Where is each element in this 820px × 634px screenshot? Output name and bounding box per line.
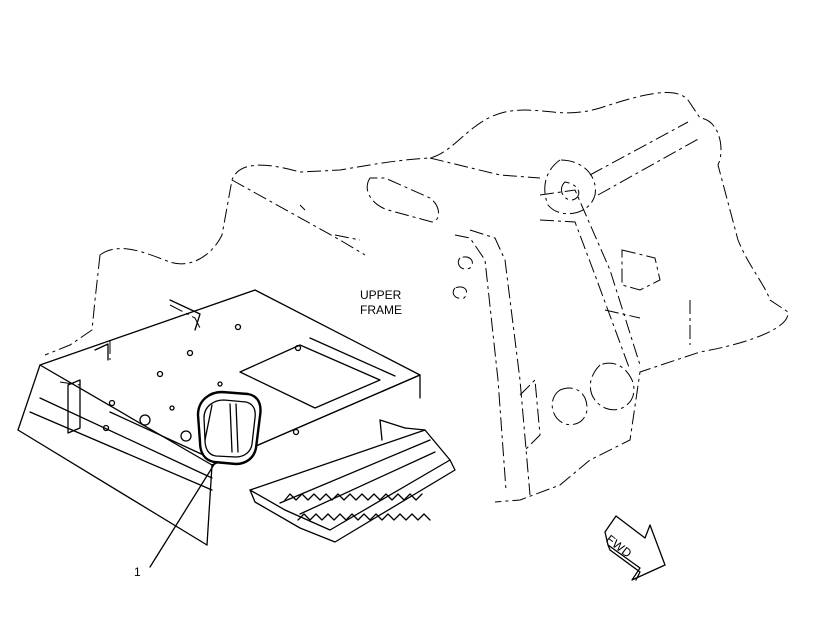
upper-frame-label-line1: UPPER (360, 288, 402, 302)
upper-frame-phantom (44, 92, 789, 503)
step-box-assembly (17, 289, 421, 546)
callout-number: 1 (134, 565, 141, 579)
upper-frame-label: UPPER FRAME (360, 288, 402, 318)
fwd-arrow (604, 515, 666, 581)
step-tread (249, 419, 456, 543)
callout-leader (149, 462, 216, 568)
upper-frame-label-line2: FRAME (360, 303, 402, 317)
disconnect-switch (196, 390, 262, 466)
